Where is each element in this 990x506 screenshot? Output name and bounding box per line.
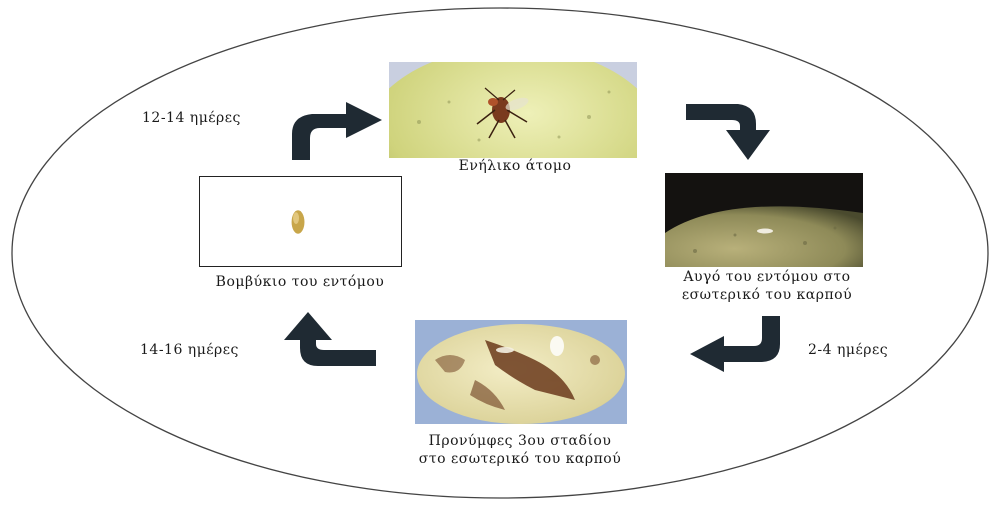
duration-egg-to-larva: 2-4 ημέρες bbox=[808, 342, 888, 358]
arrow-egg-to-larva-icon bbox=[688, 316, 784, 372]
egg-icon bbox=[757, 229, 773, 234]
egg-caption-line-2: εσωτερικό του καρπού bbox=[652, 286, 882, 304]
larva-caption-line-1: Προνύμφες 3ου σταδίου bbox=[380, 432, 660, 450]
duration-larva-to-pupa: 14-16 ημέρες bbox=[140, 342, 239, 358]
arrow-adult-to-egg-icon bbox=[686, 100, 782, 162]
pupa-caption: Βομβύκιο του εντόμου bbox=[185, 273, 415, 291]
larva-caption-line-2: στο εσωτερικό του καρπού bbox=[380, 450, 660, 468]
pupa-photo bbox=[199, 176, 402, 267]
adult-fly-photo bbox=[389, 62, 637, 158]
larva-caption: Προνύμφες 3ου σταδίου στο εσωτερικό του … bbox=[380, 432, 660, 468]
larva-icon bbox=[550, 336, 564, 356]
adult-caption: Ενήλικο άτομο bbox=[440, 157, 590, 175]
egg-caption-line-1: Αυγό του εντόμου στο bbox=[652, 268, 882, 286]
arrow-pupa-to-adult-icon bbox=[286, 100, 386, 162]
larvae-in-fruit-photo bbox=[415, 320, 627, 424]
duration-pupa-to-adult: 12-14 ημέρες bbox=[142, 110, 241, 126]
egg-caption: Αυγό του εντόμου στο εσωτερικό του καρπο… bbox=[652, 268, 882, 304]
arrow-larva-to-pupa-icon bbox=[278, 312, 376, 370]
egg-in-fruit-photo bbox=[665, 173, 863, 267]
